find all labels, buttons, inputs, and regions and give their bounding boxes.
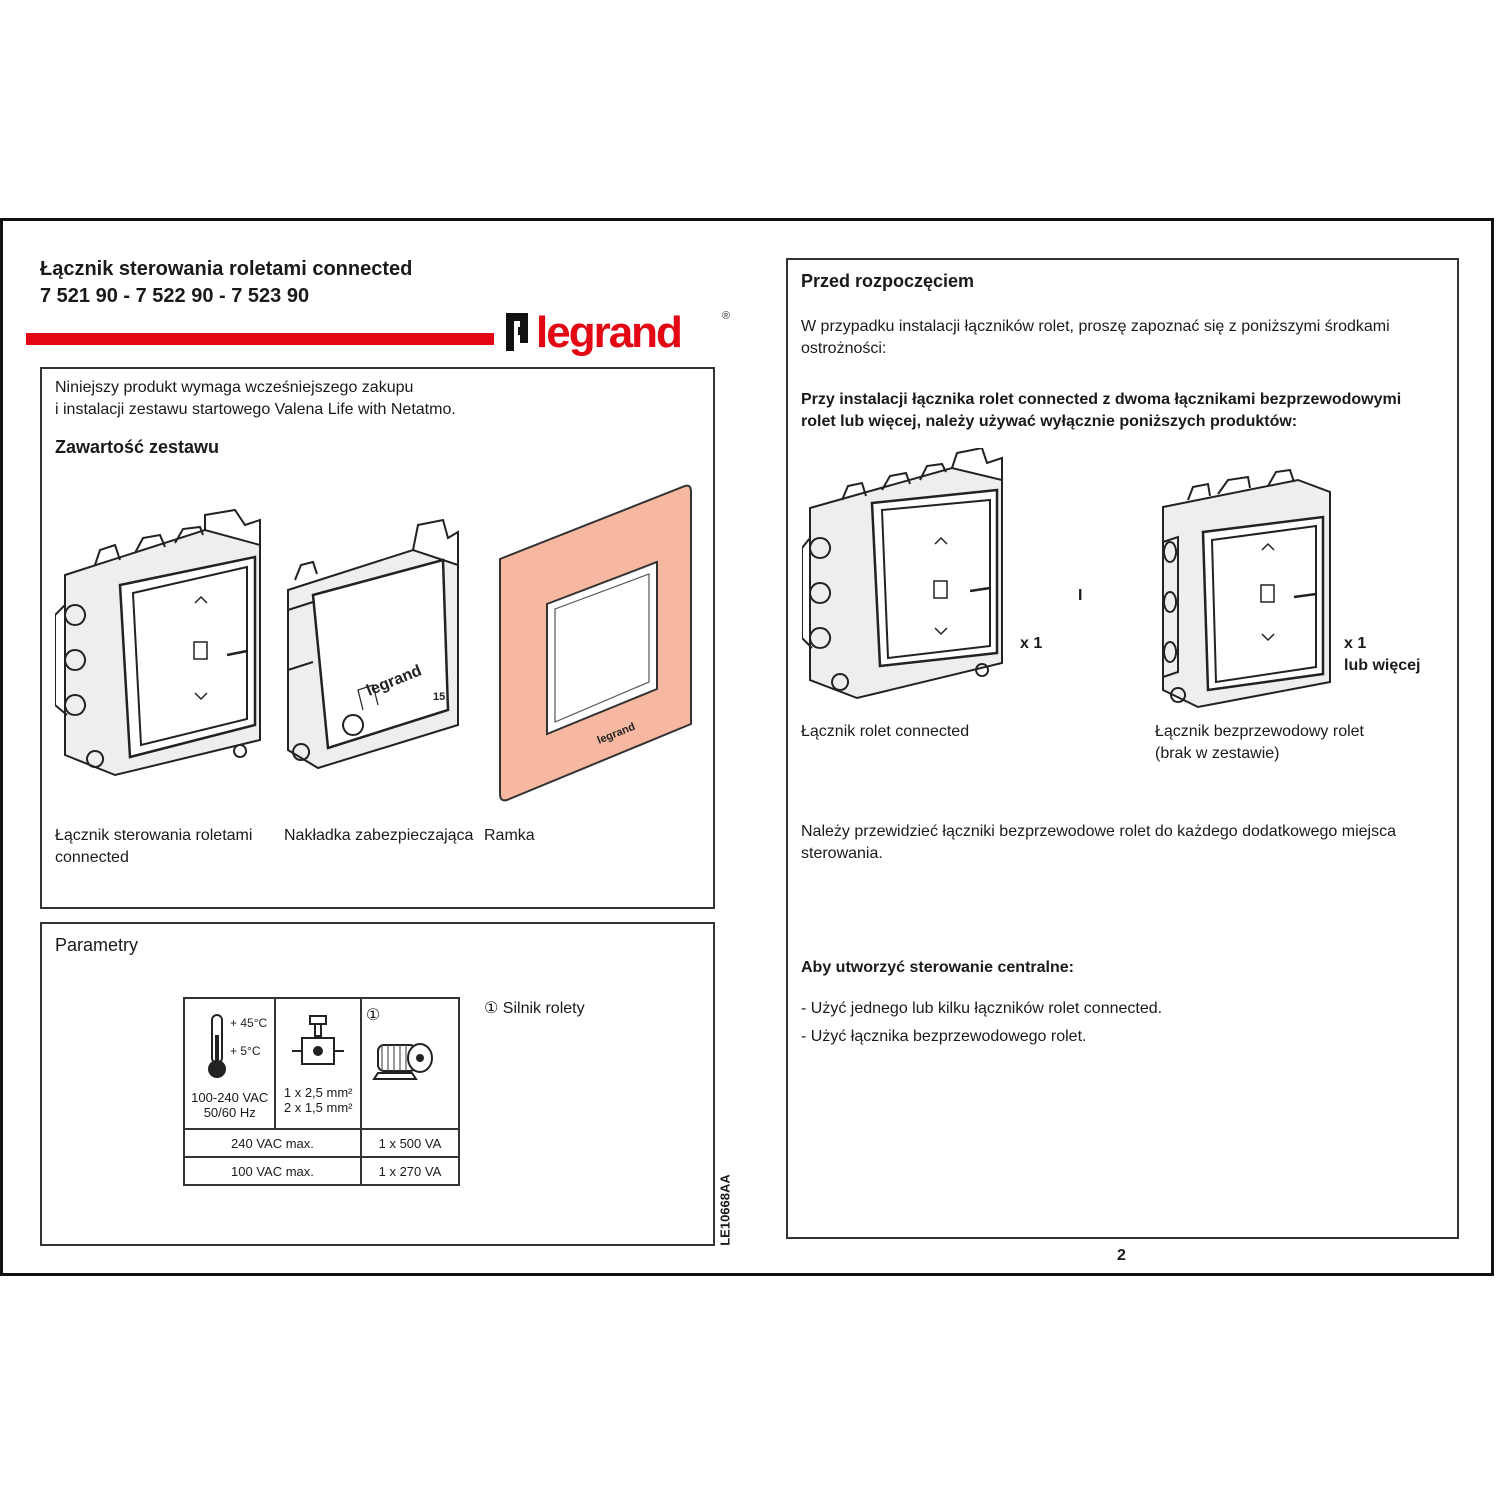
voltage-range: 100-240 VAC xyxy=(191,1090,269,1105)
kit-contents-heading: Zawartość zestawu xyxy=(55,437,220,457)
title-line-1: Łącznik sterowania roletami connected xyxy=(40,258,413,280)
motor-legend: ① Silnik rolety xyxy=(484,998,585,1020)
temperature-voltage-cell: + 45°C + 5°C 100-240 VAC 50/60 Hz xyxy=(182,997,277,1130)
param-row-load-270: 1 x 270 VA xyxy=(359,1156,461,1186)
connected-switch-illustration xyxy=(802,448,1003,700)
wireless-note-line-1: Należy przewidzieć łączniki bezprzewodow… xyxy=(801,823,1396,840)
wire-section-cell: 1 x 2,5 mm² 2 x 1,5 mm² xyxy=(274,997,362,1130)
installation-warning: Przy instalacji łącznika rolet connected… xyxy=(801,389,1401,433)
precautions-paragraph: W przypadku instalacji łączników rolet, … xyxy=(801,316,1390,360)
motor-legend-marker: ① xyxy=(484,1000,499,1017)
legrand-logo-mark xyxy=(506,313,528,351)
central-control-step-2: - Użyć łącznika bezprzewodowego rolet. xyxy=(801,1028,1087,1045)
document-code: LE10668AA xyxy=(710,1170,740,1250)
before-start-heading: Przed rozpoczęciem xyxy=(801,271,975,291)
wireless-note-paragraph: Należy przewidzieć łączniki bezprzewodow… xyxy=(801,821,1396,865)
screw-terminal-icon xyxy=(292,1015,345,1065)
precautions-line-1: W przypadku instalacji łączników rolet, … xyxy=(801,318,1390,335)
page-number: 2 xyxy=(1117,1247,1126,1264)
parameters-heading: Parametry xyxy=(55,935,139,955)
wireless-note-line-2: sterowania. xyxy=(801,845,883,862)
kit-item-label-switch: Łącznik sterowania roletami connected xyxy=(55,825,252,869)
parameters-table: + 45°C + 5°C 100-240 VAC 50/60 Hz 1 x 2,… xyxy=(182,997,461,1186)
central-control-heading: Aby utworzyć sterowanie centralne: xyxy=(801,959,1074,976)
motor-marker: ① xyxy=(365,1007,381,1024)
kit-intro-line-1: Niniejszy produkt wymaga wcześniejszego … xyxy=(55,379,414,396)
param-row-voltage-240: 240 VAC max. xyxy=(183,1128,362,1158)
thermometer-icon: + 45°C + 5°C xyxy=(207,1014,267,1078)
frame-opening xyxy=(546,560,658,736)
kit-contents-box xyxy=(40,367,715,909)
temperature-max: + 45°C xyxy=(230,1016,267,1030)
kit-item-label-frame: Ramka xyxy=(484,827,535,844)
quantity-wireless-line-1: x 1 xyxy=(1344,635,1367,652)
document-code-text: LE10668AA xyxy=(717,1174,733,1246)
motor-legend-text: Silnik rolety xyxy=(502,1000,585,1017)
protective-cover-illustration: legrand 15 xyxy=(287,518,459,770)
frame-illustration: legrand xyxy=(499,484,692,802)
product-separator: I xyxy=(1078,587,1083,604)
caption-connected-switch: Łącznik rolet connected xyxy=(801,723,970,740)
document-sheet xyxy=(0,218,1494,1276)
param-row-voltage-100: 100 VAC max. xyxy=(183,1156,362,1186)
precautions-line-2: ostrożności: xyxy=(801,340,887,357)
kit-item-label-switch-line-1: Łącznik sterowania roletami xyxy=(55,827,253,844)
quantity-wireless-switch: x 1 lub więcej xyxy=(1344,633,1420,677)
kit-item-label-switch-line-2: connected xyxy=(55,849,129,866)
kit-intro-line-2: i instalacji zestawu startowego Valena L… xyxy=(55,401,456,418)
caption-wireless-switch: Łącznik bezprzewodowy rolet (brak w zest… xyxy=(1155,721,1364,765)
temperature-min: + 5°C xyxy=(230,1044,261,1058)
before-start-box xyxy=(786,258,1459,1239)
wireless-switch-illustration xyxy=(1162,468,1331,709)
frequency: 50/60 Hz xyxy=(203,1105,256,1120)
quantity-connected-switch: x 1 xyxy=(1020,635,1043,652)
installation-warning-line-2: rolet lub więcej, należy używać wyłączni… xyxy=(801,413,1298,430)
document-title: Łącznik sterowania roletami connected 7 … xyxy=(40,256,412,310)
parameters-box xyxy=(40,922,715,1246)
param-row-load-500: 1 x 500 VA xyxy=(359,1128,461,1158)
legrand-logo: legrand ® xyxy=(506,308,730,357)
installation-warning-line-1: Przy instalacji łącznika rolet connected… xyxy=(801,391,1402,408)
wire-section-double: 2 x 1,5 mm² xyxy=(283,1100,353,1115)
quantity-wireless-line-2: lub więcej xyxy=(1344,657,1421,674)
legrand-wordmark: legrand xyxy=(536,308,681,357)
motor-cell: ① xyxy=(359,997,461,1130)
roller-switch-illustration xyxy=(55,508,261,777)
legrand-logo-mark-inner xyxy=(518,327,524,335)
caption-wireless-line-1: Łącznik bezprzewodowy rolet xyxy=(1155,723,1364,740)
red-accent-bar xyxy=(26,333,494,345)
kit-item-label-cover: Nakładka zabezpieczająca xyxy=(284,827,474,844)
central-control-step-1: - Użyć jednego lub kilku łączników rolet… xyxy=(801,1000,1163,1017)
motor-icon xyxy=(372,1043,433,1080)
caption-wireless-line-2: (brak w zestawie) xyxy=(1155,745,1280,762)
title-line-2: 7 521 90 - 7 522 90 - 7 523 90 xyxy=(40,285,310,307)
cover-code-text: 15 xyxy=(433,691,445,703)
registered-mark: ® xyxy=(722,310,730,322)
kit-intro: Niniejszy produkt wymaga wcześniejszego … xyxy=(55,377,456,421)
wire-section-single: 1 x 2,5 mm² xyxy=(283,1085,353,1100)
